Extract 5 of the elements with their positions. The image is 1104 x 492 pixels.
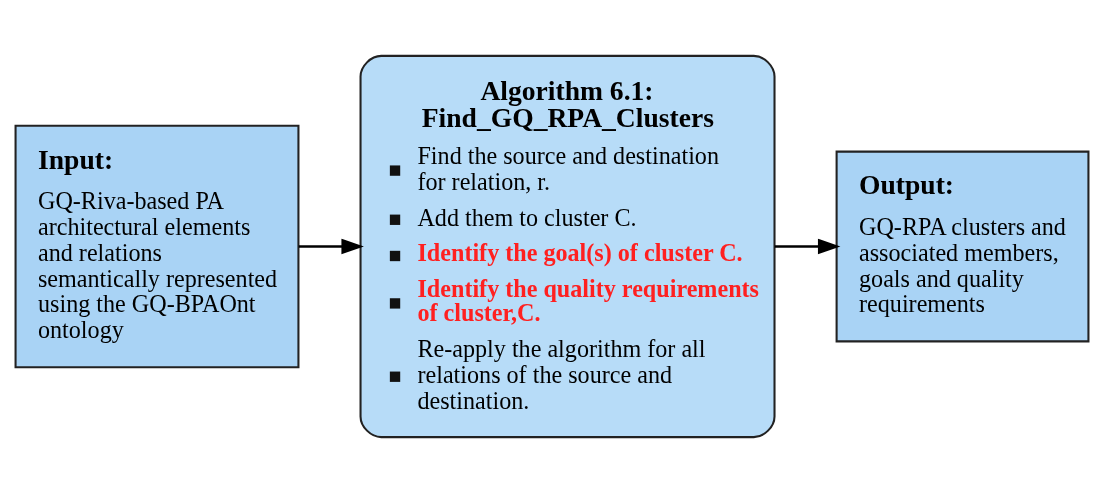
arrow xyxy=(774,238,841,254)
node-box: Input: GQ-Riva-based PA architectural elements and relations semantically represented using the GQ-BPAOnt ontology xyxy=(14,124,300,368)
node-box: Output: GQ-RPA clusters and associated members, goals and quality requirements xyxy=(835,150,1090,342)
arrow xyxy=(298,238,364,254)
node-box: Algorithm 6.1: Find_GQ_RPA_Clusters Find the source and destination for relation, r. Add them to cluster C. Identify the goal(s) of cluster C. Identify the quality requirements of cluster,C. Re-apply the algorithm for all relations of the source and destination. xyxy=(359,54,776,438)
